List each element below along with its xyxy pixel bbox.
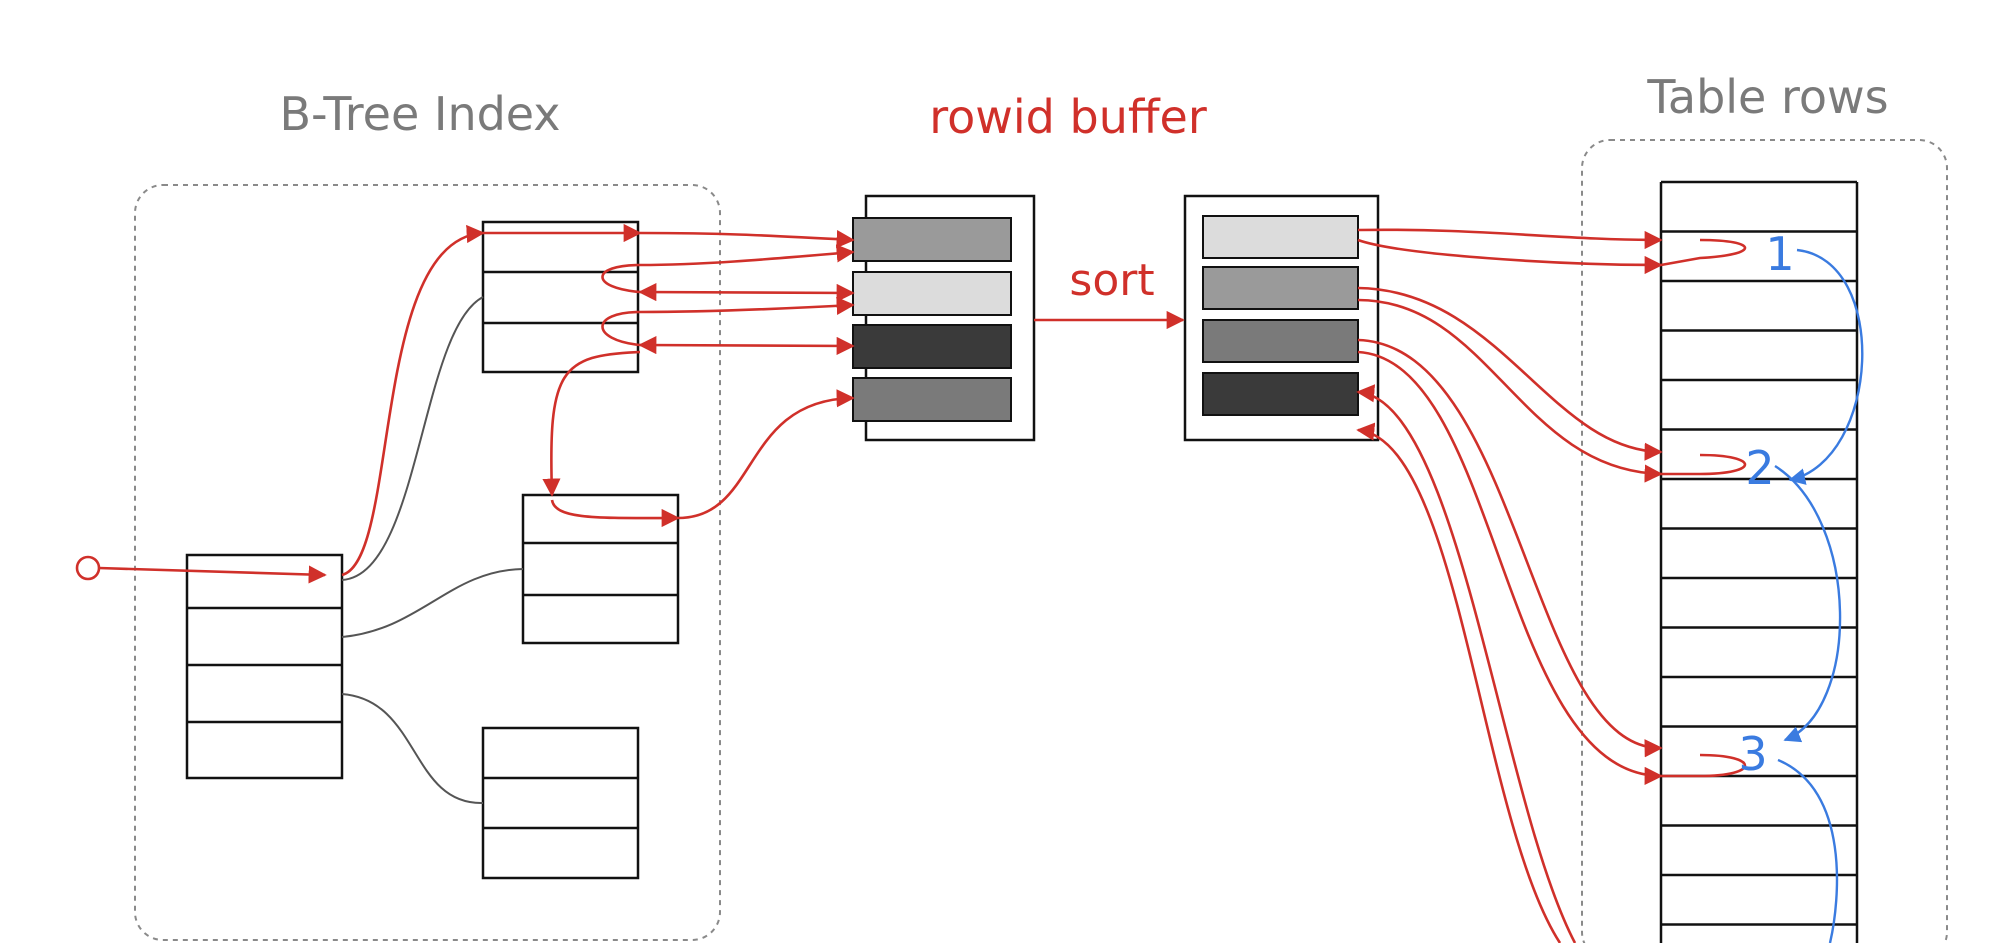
sorted-slot-3 — [1202, 319, 1359, 363]
fetch-order-3: 3 — [1738, 727, 1767, 781]
btree-index-title: B-Tree Index — [279, 87, 560, 141]
rowid-buffer-unsorted — [852, 194, 1036, 442]
leaf-1-step-2 — [601, 263, 641, 294]
unsorted-slot-4 — [852, 377, 1012, 422]
fetch-return-4 — [1356, 422, 1562, 943]
rowid-write-3-return — [639, 296, 855, 315]
unsorted-slot-3 — [852, 324, 1012, 369]
sorted-slot-1 — [1202, 215, 1359, 259]
fetch-return-1 — [1357, 238, 1663, 275]
sorted-slot-4 — [1202, 372, 1359, 416]
unsorted-slot-1 — [852, 217, 1012, 262]
btree-leaf-node-2 — [521, 493, 680, 645]
order-arrow-1-2 — [1788, 248, 1864, 485]
scan-path-root — [98, 565, 327, 584]
btree-leaf-node-1 — [481, 220, 640, 374]
fetch-loop-2 — [1661, 453, 1747, 476]
fetch-order-2: 2 — [1745, 441, 1774, 495]
tree-pointer-2 — [341, 568, 524, 638]
fetch-order-1: 1 — [1765, 227, 1794, 281]
fetch-return-2 — [1357, 298, 1663, 483]
unsorted-slot-2 — [852, 271, 1012, 316]
rowid-write-4 — [677, 389, 855, 520]
order-arrow-3-4 — [1777, 758, 1839, 943]
order-arrow-2-3 — [1774, 464, 1842, 743]
fetch-loop-1 — [1660, 238, 1747, 267]
rowid-buffer-sorted — [1183, 194, 1380, 442]
btree-leaf-node-3 — [481, 726, 640, 880]
btree-index-group — [134, 184, 721, 941]
leaf-1-step-3 — [601, 310, 641, 347]
fetch-loop-3 — [1661, 753, 1747, 778]
start-point — [75, 555, 101, 581]
rowid-buffer-title: rowid buffer — [929, 90, 1207, 144]
fetch-path-3 — [1357, 338, 1663, 758]
table-rows-group — [1581, 139, 1948, 943]
table-rows-title: Table rows — [1646, 70, 1888, 124]
descend-leaf-2 — [542, 350, 641, 497]
fetch-return-3 — [1357, 350, 1663, 785]
rowid-write-2-return — [639, 244, 855, 267]
rowid-write-2 — [638, 282, 855, 303]
tree-pointer-3 — [341, 693, 484, 805]
fetch-path-2 — [1357, 286, 1663, 461]
descend-leaf-1 — [341, 224, 485, 577]
sorted-slot-2 — [1202, 266, 1359, 310]
btree-root-node — [185, 553, 344, 780]
fetch-path-1 — [1357, 228, 1663, 250]
rowid-write-3 — [638, 335, 855, 356]
fetch-path-4 — [1356, 384, 1577, 943]
rowid-write-1 — [639, 230, 855, 249]
tree-pointer-1 — [341, 296, 484, 581]
sort-label: sort — [1069, 255, 1154, 306]
table-rows-column — [1659, 180, 1859, 943]
leaf-2-entry-1 — [550, 499, 680, 528]
